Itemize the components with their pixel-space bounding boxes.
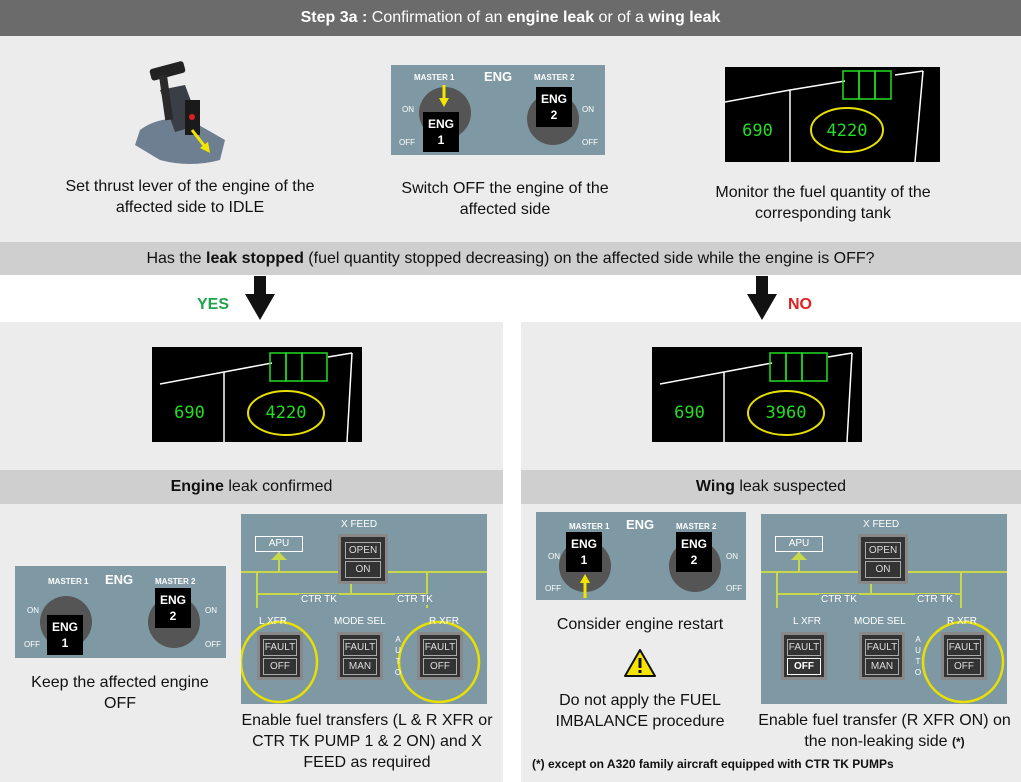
down-arrow-icon	[439, 85, 449, 107]
engine-leak-header: Engine leak confirmed	[0, 470, 503, 504]
yes-label: YES	[197, 296, 230, 313]
l-xfr-button[interactable]: FAULT OFF	[257, 632, 303, 680]
mode-sel-button[interactable]: FAULT MAN	[337, 632, 383, 680]
r-xfr-button[interactable]: FAULT OFF	[417, 632, 463, 680]
title-bar: Step 3a : Confirmation of an engine leak…	[0, 0, 1021, 36]
no-label: NO	[788, 296, 812, 313]
warning-icon	[624, 649, 656, 677]
no-arrow-shaft	[756, 276, 768, 294]
apu-label: APU	[775, 536, 823, 552]
footnote: (*) except on A320 family aircraft equip…	[532, 757, 894, 771]
l-xfr-button[interactable]: FAULT OFF	[781, 632, 827, 680]
caption-switch-off: Switch OFF the engine of the affected si…	[401, 180, 609, 218]
caption-enable-r-xfr: Enable fuel transfer (R XFR ON) on the n…	[758, 712, 1011, 750]
caption-keep-off: Keep the affected engine OFF	[31, 674, 209, 712]
footnote-marker: (*)	[952, 735, 965, 749]
up-arrow-icon	[580, 574, 590, 598]
r-xfr-button[interactable]: FAULT OFF	[941, 632, 987, 680]
fuel-panel-left: APU X FEED OPEN ON CTR TK CTR TK L XFR M…	[241, 514, 487, 704]
mode-sel-button[interactable]: FAULT MAN	[859, 632, 905, 680]
yes-arrow-shaft	[254, 276, 266, 294]
caption-restart: Consider engine restart	[556, 616, 724, 633]
apu-label: APU	[255, 536, 303, 552]
wing-leak-header: Wing leak suspected	[521, 470, 1021, 504]
ecam-fuel-display-yes: 690 4220	[152, 347, 362, 442]
caption-monitor: Monitor the fuel quantity of the corresp…	[715, 184, 931, 222]
xfeed-button[interactable]: OPEN ON	[338, 534, 388, 584]
fuel-panel-right: APU X FEED OPEN ON CTR TK CTR TK L XFR M…	[761, 514, 1007, 704]
caption-thrust-lever: Set thrust lever of the engine of the af…	[65, 178, 315, 216]
question-bar: Has the leak stopped (fuel quantity stop…	[0, 242, 1021, 275]
xfeed-button[interactable]: OPEN ON	[858, 534, 908, 584]
caption-enable-transfers: Enable fuel transfers (L & R XFR or CTR …	[241, 712, 493, 771]
no-arrow-icon	[747, 294, 777, 320]
ecam-fuel-display-no: 690 3960	[652, 347, 862, 442]
yes-arrow-icon	[245, 294, 275, 320]
caption-no-imbalance: Do not apply the FUEL IMBALANCE procedur…	[555, 692, 725, 730]
thrust-lever-image	[135, 61, 225, 164]
ecam-fuel-display-top: 690 4220	[725, 67, 940, 162]
